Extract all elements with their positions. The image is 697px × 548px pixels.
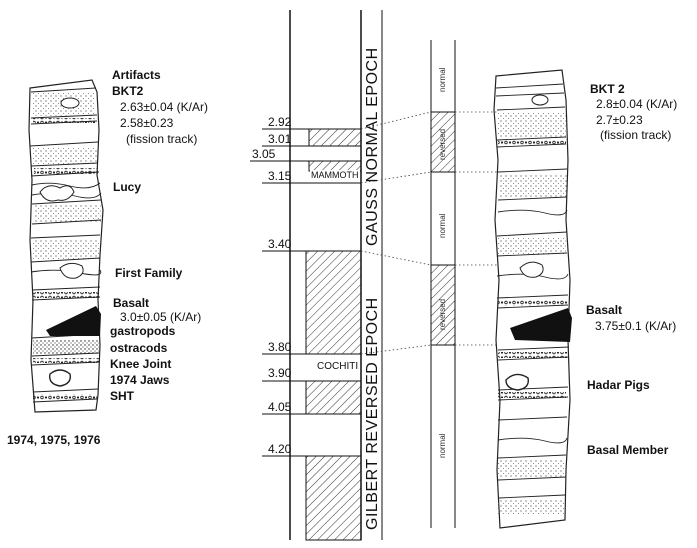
label-knee-joint: Knee Joint [110, 357, 172, 371]
label-basal-member: Basal Member [587, 443, 669, 457]
epoch-gauss: GAUSS NORMAL EPOCH [364, 47, 381, 246]
label-kar-date-right: 2.8±0.04 (K/Ar) [596, 97, 678, 111]
polarity-normal: normal [438, 433, 447, 458]
label-1974-jaws: 1974 Jaws [110, 373, 170, 387]
polarity-normal: normal [438, 67, 447, 92]
label-gastropods: gastropods [110, 324, 176, 338]
right-strat-column [493, 69, 572, 529]
label-first-family: First Family [115, 266, 183, 280]
epoch-gilbert: GILBERT REVERSED EPOCH [364, 297, 381, 530]
subchron-mammoth: MAMMOTH [310, 170, 360, 180]
fossil-icon-bkt2 [531, 94, 549, 106]
label-basalt-date-left: 3.0±0.05 (K/Ar) [120, 310, 202, 324]
label-bkt2-right: BKT 2 [590, 82, 625, 96]
fossil-icon-hadar-pigs [505, 373, 529, 391]
label-basalt-right: Basalt [586, 303, 623, 317]
label-fission-track-right: (fission track) [600, 128, 672, 142]
label-fission-date-left: 2.58±0.23 [120, 116, 174, 130]
polarity-normal: normal [438, 213, 447, 238]
basalt-flow-left [46, 306, 101, 336]
fossil-icon-artifacts [60, 97, 80, 109]
polarity-reversed: reversed [438, 128, 447, 160]
left-strat-column [28, 79, 104, 413]
label-basalt-date-right: 3.75±0.1 (K/Ar) [595, 319, 677, 333]
label-artifacts: Artifacts [112, 68, 161, 82]
age-label: 3.80 [268, 340, 292, 354]
age-label: 3.15 [268, 169, 292, 183]
label-kar-date-left: 2.63±0.04 (K/Ar) [120, 100, 208, 114]
age-label: 4.20 [268, 442, 292, 456]
age-label: 3.40 [268, 237, 292, 251]
label-fission-track-left: (fission track) [126, 132, 198, 146]
timescale-column [250, 10, 383, 541]
label-sht: SHT [110, 389, 134, 403]
age-label: 3.90 [268, 366, 292, 380]
basalt-flow-right [510, 308, 572, 342]
label-hadar-pigs: Hadar Pigs [587, 378, 650, 392]
label-lucy: Lucy [113, 180, 142, 194]
subchron-cochiti: COCHITI [316, 361, 360, 372]
polarity-reversed: reversed [438, 298, 447, 330]
label-fission-date-right: 2.7±0.23 [596, 113, 643, 127]
fossil-icon-skull [519, 261, 544, 278]
caption-years: 1974, 1975, 1976 [7, 433, 101, 447]
polarity-column [430, 40, 456, 528]
age-label: 3.01 [268, 132, 292, 146]
age-label: 3.05 [252, 147, 276, 161]
age-label: 2.92 [268, 115, 292, 129]
label-basalt-left: Basalt [113, 296, 150, 310]
label-bkt2: BKT2 [112, 84, 144, 98]
fossil-icon-first-family [59, 262, 84, 279]
label-ostracods: ostracods [110, 341, 168, 355]
age-label: 4.05 [268, 400, 292, 414]
fossil-icon-jaws [49, 369, 71, 387]
fossil-icon-lucy [39, 185, 75, 202]
correlation-lines [360, 111, 498, 355]
